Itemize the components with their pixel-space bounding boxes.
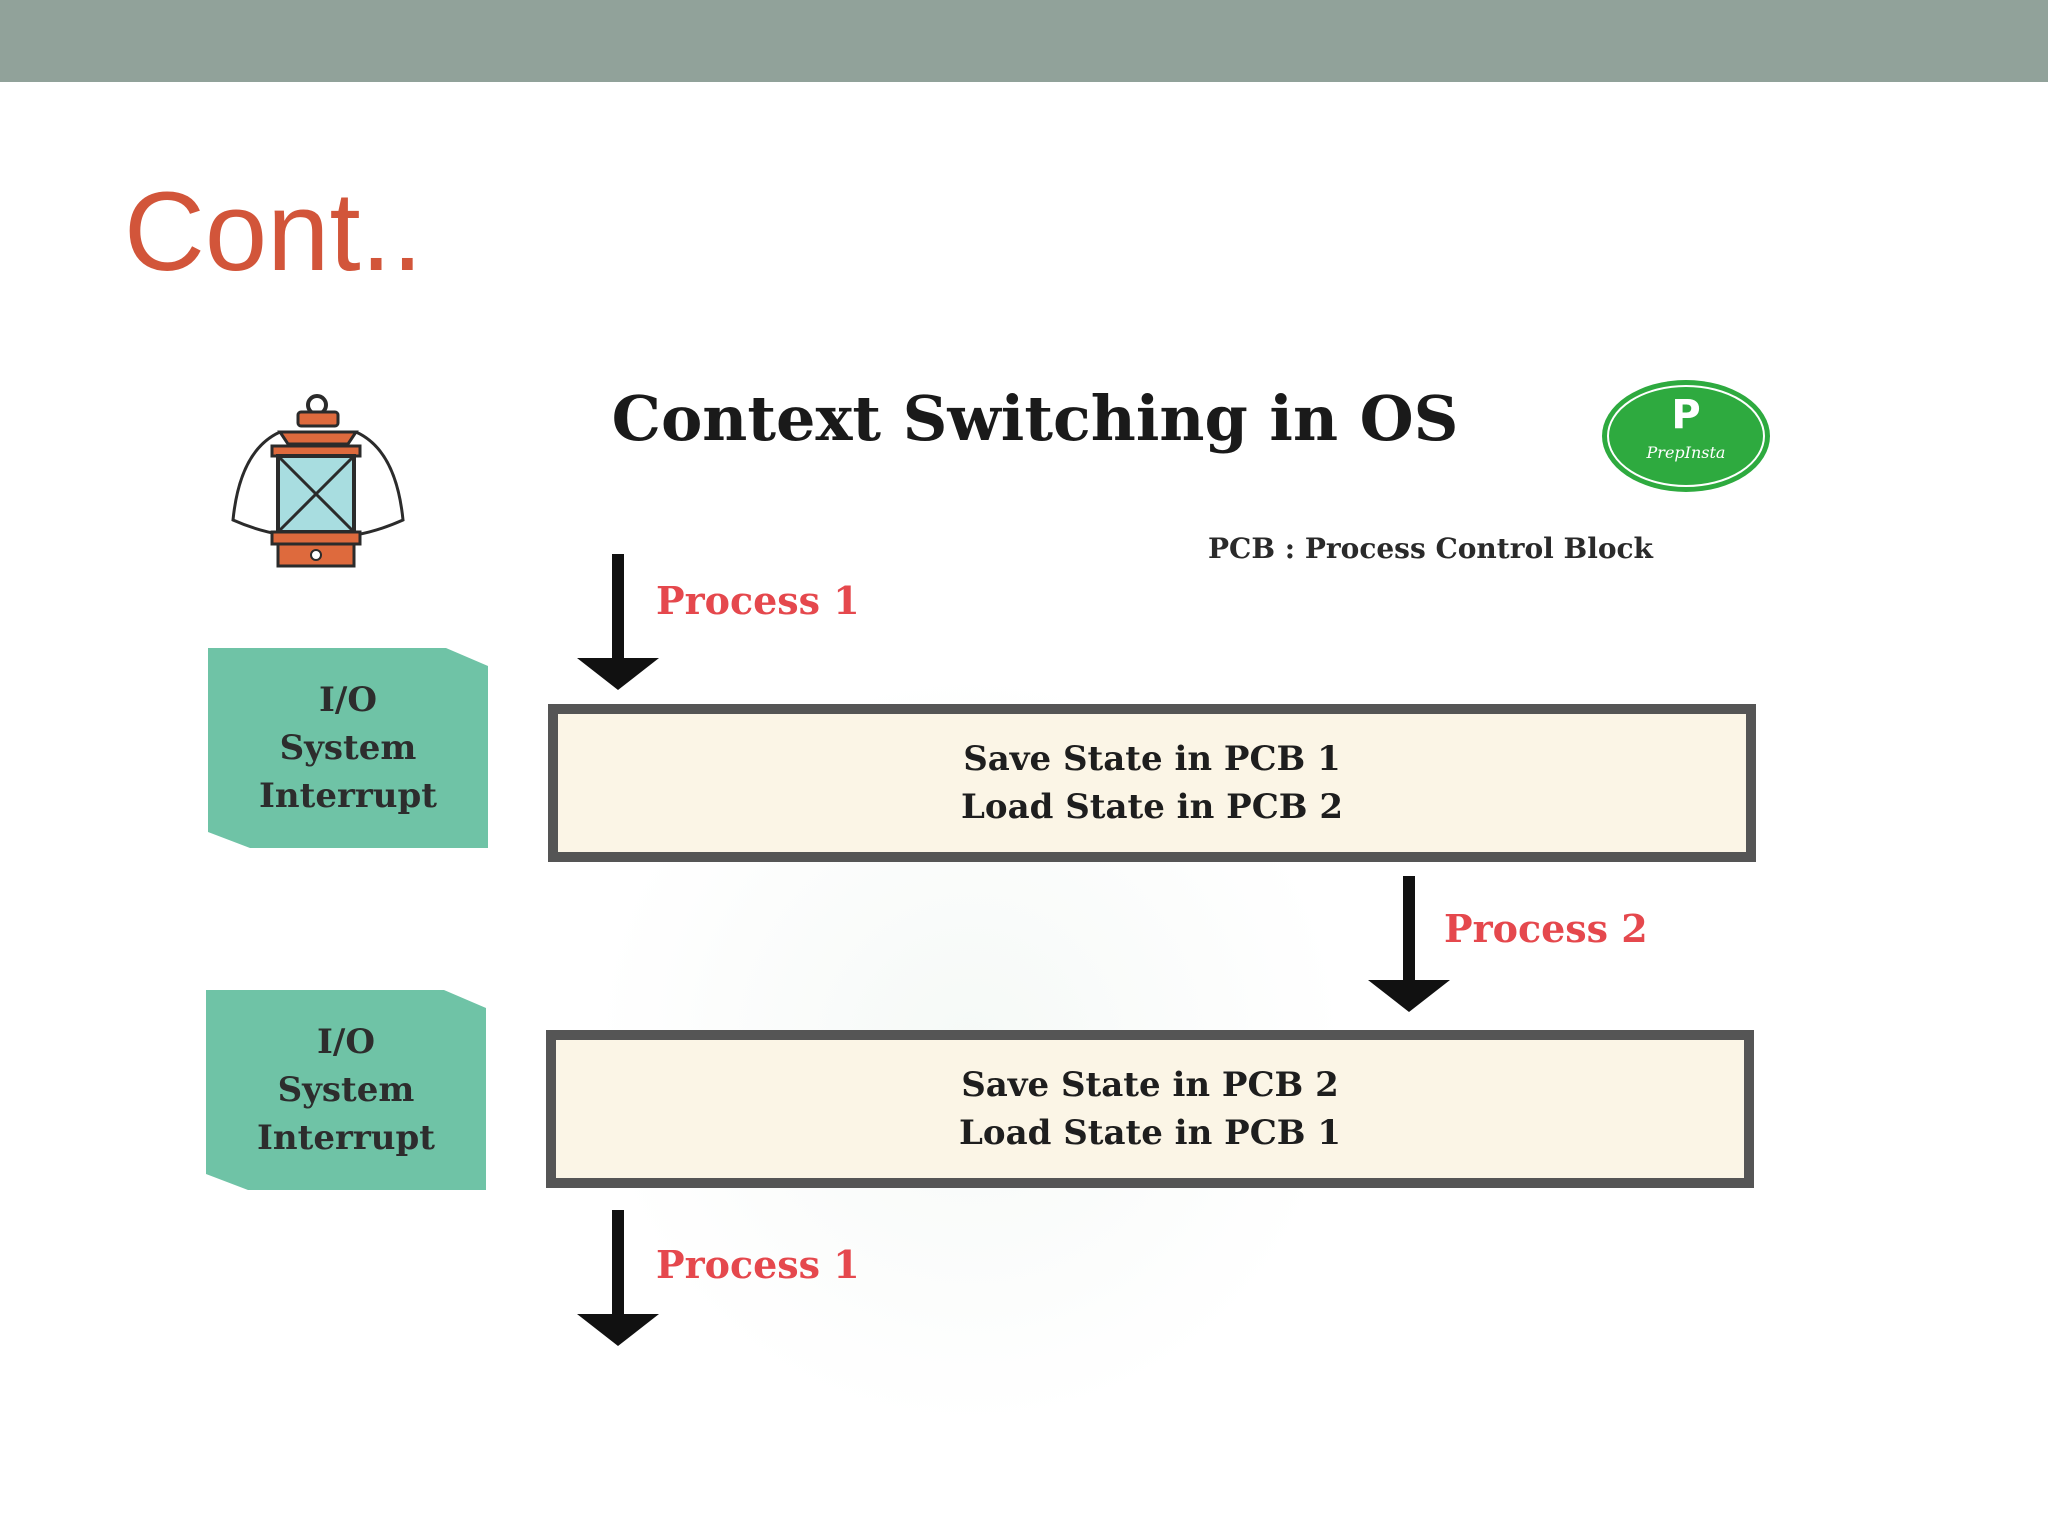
arrow-down-icon bbox=[577, 1210, 659, 1346]
state-box-2: Save State in PCB 2 Load State in PCB 1 bbox=[546, 1030, 1754, 1188]
logo-letter: P bbox=[1671, 392, 1700, 438]
state-box-1: Save State in PCB 1 Load State in PCB 2 bbox=[548, 704, 1756, 862]
interrupt-line: I/O bbox=[317, 1022, 375, 1062]
interrupt-line: I/O bbox=[319, 680, 377, 720]
arrow-down-icon bbox=[577, 554, 659, 690]
interrupt-line: System bbox=[277, 1070, 415, 1110]
state-line: Load State in PCB 1 bbox=[958, 1113, 1342, 1153]
lantern-icon bbox=[231, 394, 405, 568]
prepinsta-logo: P PrepInsta bbox=[1602, 380, 1770, 492]
io-interrupt-card: I/O System Interrupt bbox=[208, 648, 488, 848]
interrupt-line: Interrupt bbox=[257, 1118, 435, 1158]
top-band bbox=[0, 0, 2048, 82]
process-label-3: Process 1 bbox=[656, 1242, 860, 1287]
state-line: Save State in PCB 1 bbox=[963, 739, 1341, 779]
slide-title: Cont.. bbox=[124, 169, 423, 294]
diagram-title: Context Switching in OS bbox=[611, 382, 1459, 455]
state-line: Save State in PCB 2 bbox=[961, 1065, 1339, 1105]
arrow-down-icon bbox=[1368, 876, 1450, 1012]
process-label-2: Process 2 bbox=[1444, 906, 1648, 951]
process-label-1: Process 1 bbox=[656, 578, 860, 623]
state-line: Load State in PCB 2 bbox=[960, 787, 1344, 827]
io-interrupt-card: I/O System Interrupt bbox=[206, 990, 486, 1190]
interrupt-line: Interrupt bbox=[259, 776, 437, 816]
interrupt-line: System bbox=[279, 728, 417, 768]
logo-wordmark: PrepInsta bbox=[1646, 443, 1726, 462]
pcb-legend: PCB : Process Control Block bbox=[1208, 532, 1653, 565]
